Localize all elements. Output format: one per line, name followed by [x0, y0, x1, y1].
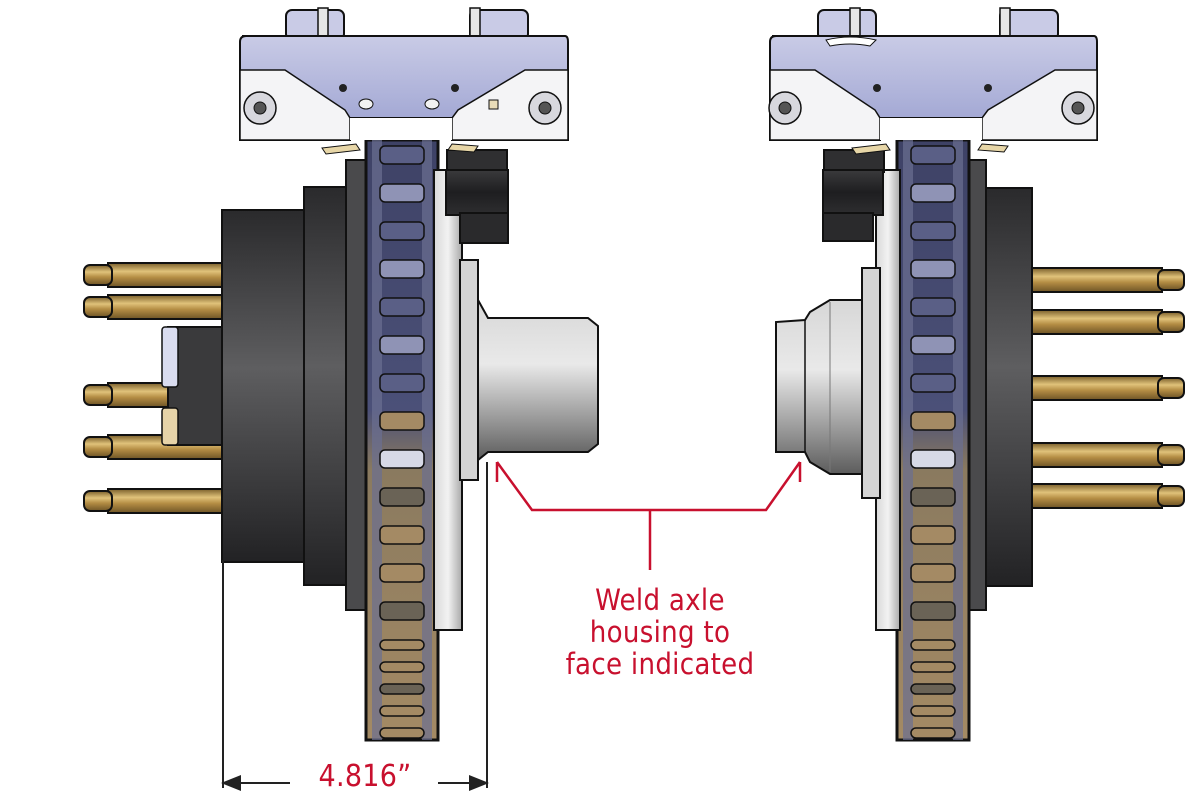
right-vane — [910, 525, 956, 545]
right-hub-outer — [981, 187, 1033, 587]
left-vane — [379, 411, 425, 431]
right-vane — [910, 259, 956, 279]
right-caliper-bracket — [822, 149, 885, 242]
left-rotor-vanes — [379, 145, 425, 739]
right-vane — [910, 373, 956, 393]
left-bearing-cap — [161, 326, 231, 446]
left-mount-plate — [433, 169, 463, 631]
left-hub-outer — [221, 209, 309, 563]
right-vane — [910, 601, 956, 621]
weld-leader-left — [495, 461, 650, 512]
left-vane — [379, 335, 425, 355]
right-vane — [910, 335, 956, 355]
left-vane — [379, 183, 425, 203]
right-vane — [910, 183, 956, 203]
right-rotor — [895, 138, 971, 742]
left-vane — [379, 601, 425, 621]
left-vane — [379, 487, 425, 507]
right-stud — [1031, 309, 1185, 335]
left-vane — [379, 145, 425, 165]
dimension-value-label: 4.816” — [318, 759, 412, 794]
weld-note-line-3: face indicated — [565, 647, 755, 681]
left-stud — [83, 294, 225, 320]
right-stud — [1031, 483, 1185, 509]
right-vane — [910, 297, 956, 317]
right-vane — [910, 639, 956, 651]
right-vane — [910, 487, 956, 507]
right-caliper — [768, 7, 1098, 155]
left-spindle-flange — [459, 259, 479, 481]
right-vane — [910, 221, 956, 241]
left-axle-stub — [477, 296, 599, 463]
right-stud — [1031, 375, 1185, 401]
left-vane — [379, 373, 425, 393]
left-vane — [379, 221, 425, 241]
right-vane — [910, 661, 956, 673]
right-vane — [910, 449, 956, 469]
right-axle-housing — [775, 299, 863, 475]
right-vane — [910, 145, 956, 165]
right-vane — [910, 727, 956, 739]
left-vane — [379, 683, 425, 695]
right-vane — [910, 705, 956, 717]
right-stud — [1031, 267, 1185, 293]
weld-leader-right — [650, 461, 802, 512]
left-vane — [379, 449, 425, 469]
left-vane — [379, 661, 425, 673]
left-rotor — [364, 138, 440, 742]
right-stud — [1031, 442, 1185, 468]
left-vane — [379, 259, 425, 279]
right-vane — [910, 411, 956, 431]
left-caliper-bracket — [445, 149, 509, 244]
left-vane — [379, 563, 425, 583]
weld-note-line-2: housing to — [589, 615, 731, 649]
left-caliper — [239, 7, 569, 155]
right-rotor-vanes — [910, 145, 956, 739]
left-stud — [83, 488, 225, 514]
left-stud — [83, 262, 225, 288]
left-vane — [379, 705, 425, 717]
left-brake-assembly — [83, 7, 599, 742]
right-wheel-studs — [1031, 267, 1185, 509]
right-spindle-flange — [861, 267, 881, 499]
left-vane — [379, 639, 425, 651]
right-brake-assembly — [768, 7, 1185, 742]
dimension-lines — [221, 462, 489, 791]
left-hub-flange — [303, 186, 353, 586]
right-vane — [910, 563, 956, 583]
weld-note-label: Weld axle housing to face indicated — [540, 584, 780, 680]
right-vane — [910, 683, 956, 695]
left-vane — [379, 297, 425, 317]
weld-leader-lines — [495, 461, 802, 570]
left-vane — [379, 727, 425, 739]
weld-note-line-1: Weld axle — [595, 583, 725, 617]
left-vane — [379, 525, 425, 545]
